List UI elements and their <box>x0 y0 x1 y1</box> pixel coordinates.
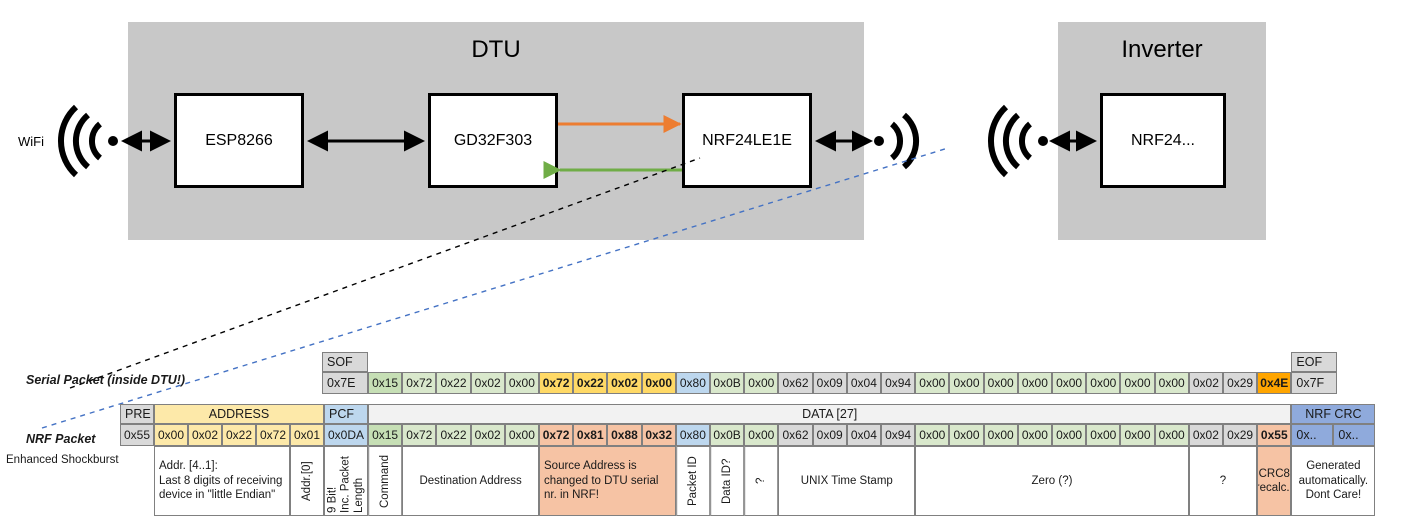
desc-pcf: 9 Bit! Inc. Packet Length <box>324 446 368 516</box>
serial-byte-cell: 0x02 <box>1188 372 1223 394</box>
nrf-pcf-header: PCF <box>324 404 368 424</box>
nrf-byte-cell: 0x00 <box>1017 424 1052 446</box>
serial-byte-cell: 0x00 <box>915 372 950 394</box>
serial-sof-value: 0x7E <box>322 372 368 394</box>
nrf-byte-cell: 0x00 <box>1086 424 1121 446</box>
wifi-label: WiFi <box>18 134 44 149</box>
serial-byte-cell: 0x00 <box>1017 372 1052 394</box>
nrf-byte-cell: 0x72 <box>402 424 437 446</box>
nrf-pcf-value: 0x0DA <box>324 424 368 446</box>
chip-nrf24-inverter: NRF24... <box>1100 93 1226 188</box>
nrf-byte-cell: 0x88 <box>607 424 642 446</box>
serial-byte-cell: 0x02 <box>470 372 505 394</box>
nrf-byte-cell: 0x72 <box>539 424 574 446</box>
desc-source: Source Address is changed to DTU serial … <box>539 446 676 516</box>
block-diagram: DTU Inverter ESP8266 GD32F303 NRF24LE1E … <box>18 22 1266 240</box>
serial-eof-value: 0x7F <box>1291 372 1338 394</box>
serial-byte-cell: 0x22 <box>573 372 608 394</box>
serial-byte-cell: 0x00 <box>1154 372 1189 394</box>
serial-byte-cell: 0x72 <box>402 372 437 394</box>
serial-byte-cell: 0x4E <box>1257 372 1292 394</box>
chip-gd32f303: GD32F303 <box>428 93 558 188</box>
serial-byte-cell: 0x00 <box>983 372 1018 394</box>
nrf-pre-header: PRE <box>120 404 154 424</box>
serial-byte-cell: 0x04 <box>846 372 881 394</box>
dtu-title: DTU <box>471 36 521 63</box>
desc-addr0: Addr.[0] <box>290 446 324 516</box>
nrf-byte-cell: 0x81 <box>573 424 608 446</box>
serial-byte-cell: 0x80 <box>675 372 710 394</box>
nrf-crc-byte: 0x.. <box>1333 424 1376 446</box>
desc-unknown-1: ? <box>744 446 779 516</box>
nrf-byte-cell: 0x22 <box>436 424 471 446</box>
desc-command: Command <box>368 446 403 516</box>
serial-byte-cell: 0x00 <box>504 372 539 394</box>
serial-byte-cell: 0x62 <box>778 372 813 394</box>
serial-byte-cell: 0x22 <box>436 372 471 394</box>
serial-byte-cell: 0x72 <box>539 372 574 394</box>
nrf-byte-cell: 0x80 <box>675 424 710 446</box>
desc-address: Addr. [4..1]: Last 8 digits of receiving… <box>154 446 290 516</box>
nrf-data-header: DATA [27] <box>368 404 1292 424</box>
nrf-byte-cell: 0x00 <box>744 424 779 446</box>
serial-byte-cell: 0x00 <box>949 372 984 394</box>
nrf-byte-cell: 0x94 <box>881 424 916 446</box>
desc-packet-id: Packet ID <box>675 446 710 516</box>
nrf-crc-byte: 0x.. <box>1291 424 1334 446</box>
nrf-byte-cell: 0x00 <box>949 424 984 446</box>
nrf-pre-value: 0x55 <box>120 424 154 446</box>
desc-unknown-2: ? <box>1188 446 1258 516</box>
serial-byte-cell: 0x02 <box>607 372 642 394</box>
nrf-byte-cell: 0x00 <box>915 424 950 446</box>
chip-esp8266: ESP8266 <box>174 93 304 188</box>
nrf-byte-cell: 0x02 <box>1188 424 1223 446</box>
nrf-crc-header: NRF CRC <box>1291 404 1376 424</box>
serial-byte-cell: 0x00 <box>641 372 676 394</box>
serial-eof-header: EOF <box>1291 352 1338 372</box>
nrf-packet-label: NRF Packet <box>26 432 96 446</box>
nrf-byte-cell: 0x02 <box>470 424 505 446</box>
desc-timestamp: UNIX Time Stamp <box>778 446 916 516</box>
nrf-byte-cell: 0x32 <box>641 424 676 446</box>
desc-zero: Zero (?) <box>915 446 1189 516</box>
nrf-byte-cell: 0x62 <box>778 424 813 446</box>
serial-byte-cell: 0x00 <box>1086 372 1121 394</box>
nrf-byte-cell: 0x00 <box>1120 424 1155 446</box>
nrf-byte-cell: 0x00 <box>504 424 539 446</box>
nrf-byte-cell: 0x04 <box>846 424 881 446</box>
nrf-address-header: ADDRESS <box>154 404 324 424</box>
nrf-byte-cell: 0x29 <box>1223 424 1258 446</box>
serial-byte-cell: 0x29 <box>1223 372 1258 394</box>
nrf-byte-cell: 0x0B <box>710 424 745 446</box>
nrf-address-byte: 0x00 <box>154 424 188 446</box>
nrf-address-byte: 0x22 <box>222 424 256 446</box>
serial-byte-cell: 0x09 <box>812 372 847 394</box>
desc-crc-auto: Generated automatically. Dont Care! <box>1291 446 1376 516</box>
nrf-address-byte: 0x72 <box>256 424 290 446</box>
nrf-sublabel: Enhanced Shockburst <box>6 454 119 466</box>
serial-byte-cell: 0x00 <box>1120 372 1155 394</box>
desc-crc8: CRC8 recalc.! <box>1257 446 1292 516</box>
nrf-address-byte: 0x01 <box>290 424 324 446</box>
desc-data-id: Data ID? <box>710 446 745 516</box>
inverter-title: Inverter <box>1121 36 1203 63</box>
serial-byte-cell: 0x15 <box>368 372 403 394</box>
nrf-byte-cell: 0x00 <box>1052 424 1087 446</box>
serial-byte-cell: 0x00 <box>744 372 779 394</box>
nrf-byte-cell: 0x00 <box>983 424 1018 446</box>
packet-tables: Serial Packet (inside DTU!) NRF Packet E… <box>0 340 1406 523</box>
serial-byte-cell: 0x0B <box>710 372 745 394</box>
nrf-byte-cell: 0x00 <box>1154 424 1189 446</box>
serial-byte-cell: 0x94 <box>881 372 916 394</box>
desc-destination: Destination Address <box>402 446 539 516</box>
serial-byte-cell: 0x00 <box>1052 372 1087 394</box>
chip-nrf24le1e: NRF24LE1E <box>682 93 812 188</box>
serial-packet-label: Serial Packet (inside DTU!) <box>26 373 186 387</box>
nrf-byte-cell: 0x15 <box>368 424 403 446</box>
nrf-byte-cell: 0x09 <box>812 424 847 446</box>
nrf-byte-cell: 0x55 <box>1257 424 1292 446</box>
serial-sof-header: SOF <box>322 352 368 372</box>
nrf-address-byte: 0x02 <box>188 424 222 446</box>
